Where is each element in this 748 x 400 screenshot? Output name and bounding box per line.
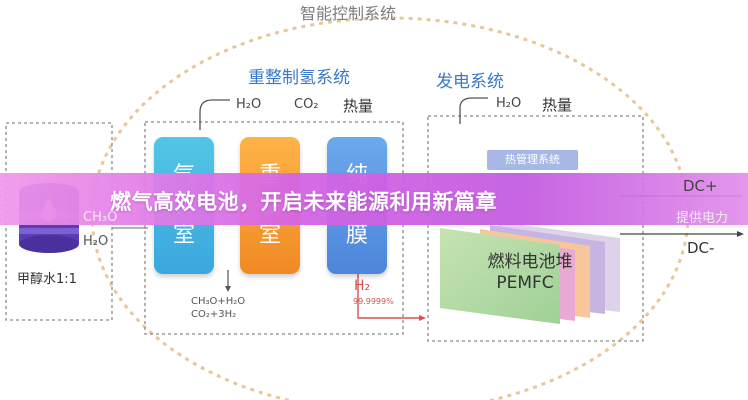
banner-title: 燃气高效电池，开启未来能源利用新篇章 bbox=[110, 190, 497, 214]
reforming-input-bracket bbox=[199, 99, 230, 130]
banner-overlay bbox=[0, 173, 748, 225]
dc-minus-label: DC- bbox=[687, 239, 715, 257]
thermal-management-box: 热管理系统 bbox=[487, 150, 578, 170]
pemfc-label: PEMFC bbox=[496, 273, 554, 293]
reforming-system-title: 重整制氢系统 bbox=[248, 68, 350, 88]
fuel-output-methanol: CH₃O bbox=[83, 210, 118, 225]
power-input-bracket bbox=[459, 97, 488, 124]
fuel-label: 甲醇水1:1 bbox=[17, 272, 77, 287]
reaction-line-1: CH₃O+H₂O bbox=[191, 296, 246, 307]
power-dashed-box bbox=[427, 115, 644, 342]
control-system-title: 智能控制系统 bbox=[300, 4, 397, 23]
chip-c-char-3: 膜 bbox=[345, 223, 368, 248]
chip-b-char-3: 室 bbox=[258, 223, 281, 248]
reforming-input-water: H₂O bbox=[236, 97, 262, 112]
fuel-cell-stack-icon bbox=[440, 222, 620, 324]
chip-a-char-3: 室 bbox=[172, 223, 195, 248]
power-input-heat: 热量 bbox=[542, 96, 573, 114]
hydrogen-flow-line bbox=[357, 270, 420, 319]
dc-plus-label: DC+ bbox=[683, 177, 718, 195]
reaction-line-2: CO₂+3H₂ bbox=[191, 309, 237, 320]
fuel-cell-stack-label: 燃料电池堆 bbox=[487, 252, 573, 272]
supply-power-label: 提供电力 bbox=[676, 211, 729, 226]
fuel-output-water: H₂O bbox=[83, 234, 109, 249]
power-system-title: 发电系统 bbox=[436, 72, 504, 92]
reforming-input-heat: 热量 bbox=[343, 97, 374, 115]
hydrogen-label: H₂ bbox=[354, 278, 371, 294]
reforming-input-co2: CO₂ bbox=[294, 97, 319, 112]
hydrogen-purity: 99.9999% bbox=[353, 297, 394, 306]
power-input-water: H₂O bbox=[496, 96, 522, 111]
